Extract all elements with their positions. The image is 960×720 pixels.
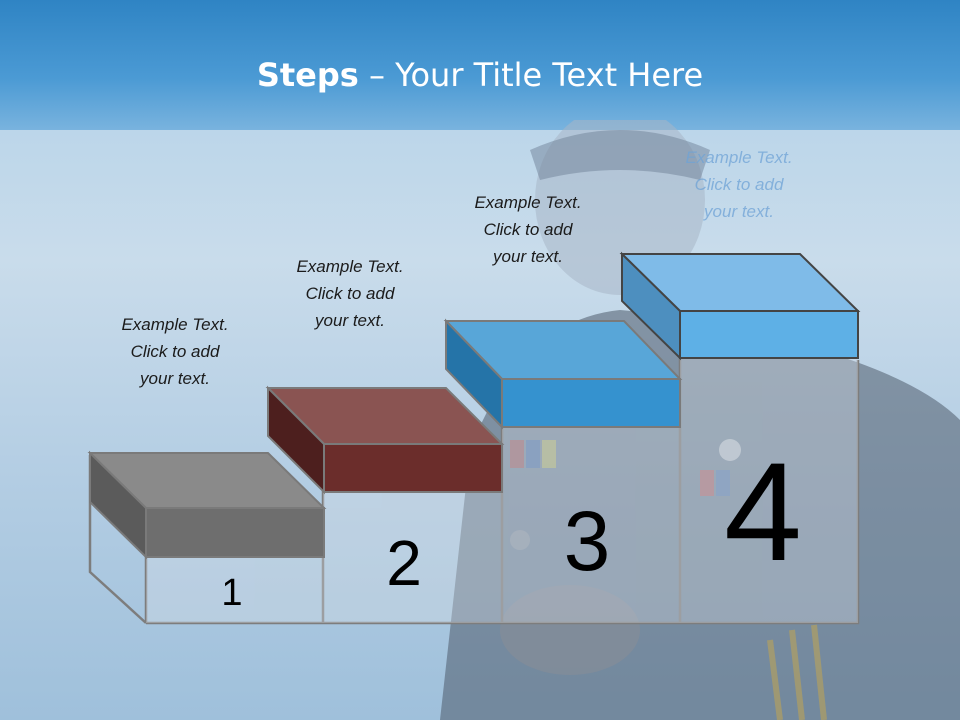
caption-line: your text. [140,369,210,388]
step-4-block[interactable] [619,251,861,361]
step-2-block[interactable] [265,385,505,495]
slide-title[interactable]: Steps – Your Title Text Here [0,56,960,94]
stairs-outline [146,360,860,625]
caption-line: Example Text. [296,257,404,276]
caption-line: Example Text. [474,193,582,212]
caption-line: Click to add [130,342,220,361]
step-3-number: 3 [564,494,611,588]
caption-line: Example Text. [121,315,229,334]
caption-line: Example Text. [685,148,793,167]
step-1-block[interactable] [87,450,327,560]
step-3-block[interactable] [443,318,683,430]
step-2-number: 2 [386,527,422,599]
caption-line: Click to add [694,175,784,194]
title-band [0,0,960,130]
caption-line: your text. [493,247,563,266]
caption-line: your text. [704,202,774,221]
step-2-caption[interactable]: Example Text. Click to add your text. [265,253,435,334]
caption-line: Click to add [483,220,573,239]
caption-line: your text. [315,311,385,330]
step-3-caption[interactable]: Example Text. Click to add your text. [443,189,613,270]
step-1-caption[interactable]: Example Text. Click to add your text. [90,311,260,392]
title-bold: Steps [256,56,359,94]
step-4-caption[interactable]: Example Text. Click to add your text. [654,144,824,225]
step-4-number: 4 [724,433,802,590]
step-1-number: 1 [221,572,242,614]
caption-line: Click to add [305,284,395,303]
title-rest: – Your Title Text Here [358,56,704,94]
